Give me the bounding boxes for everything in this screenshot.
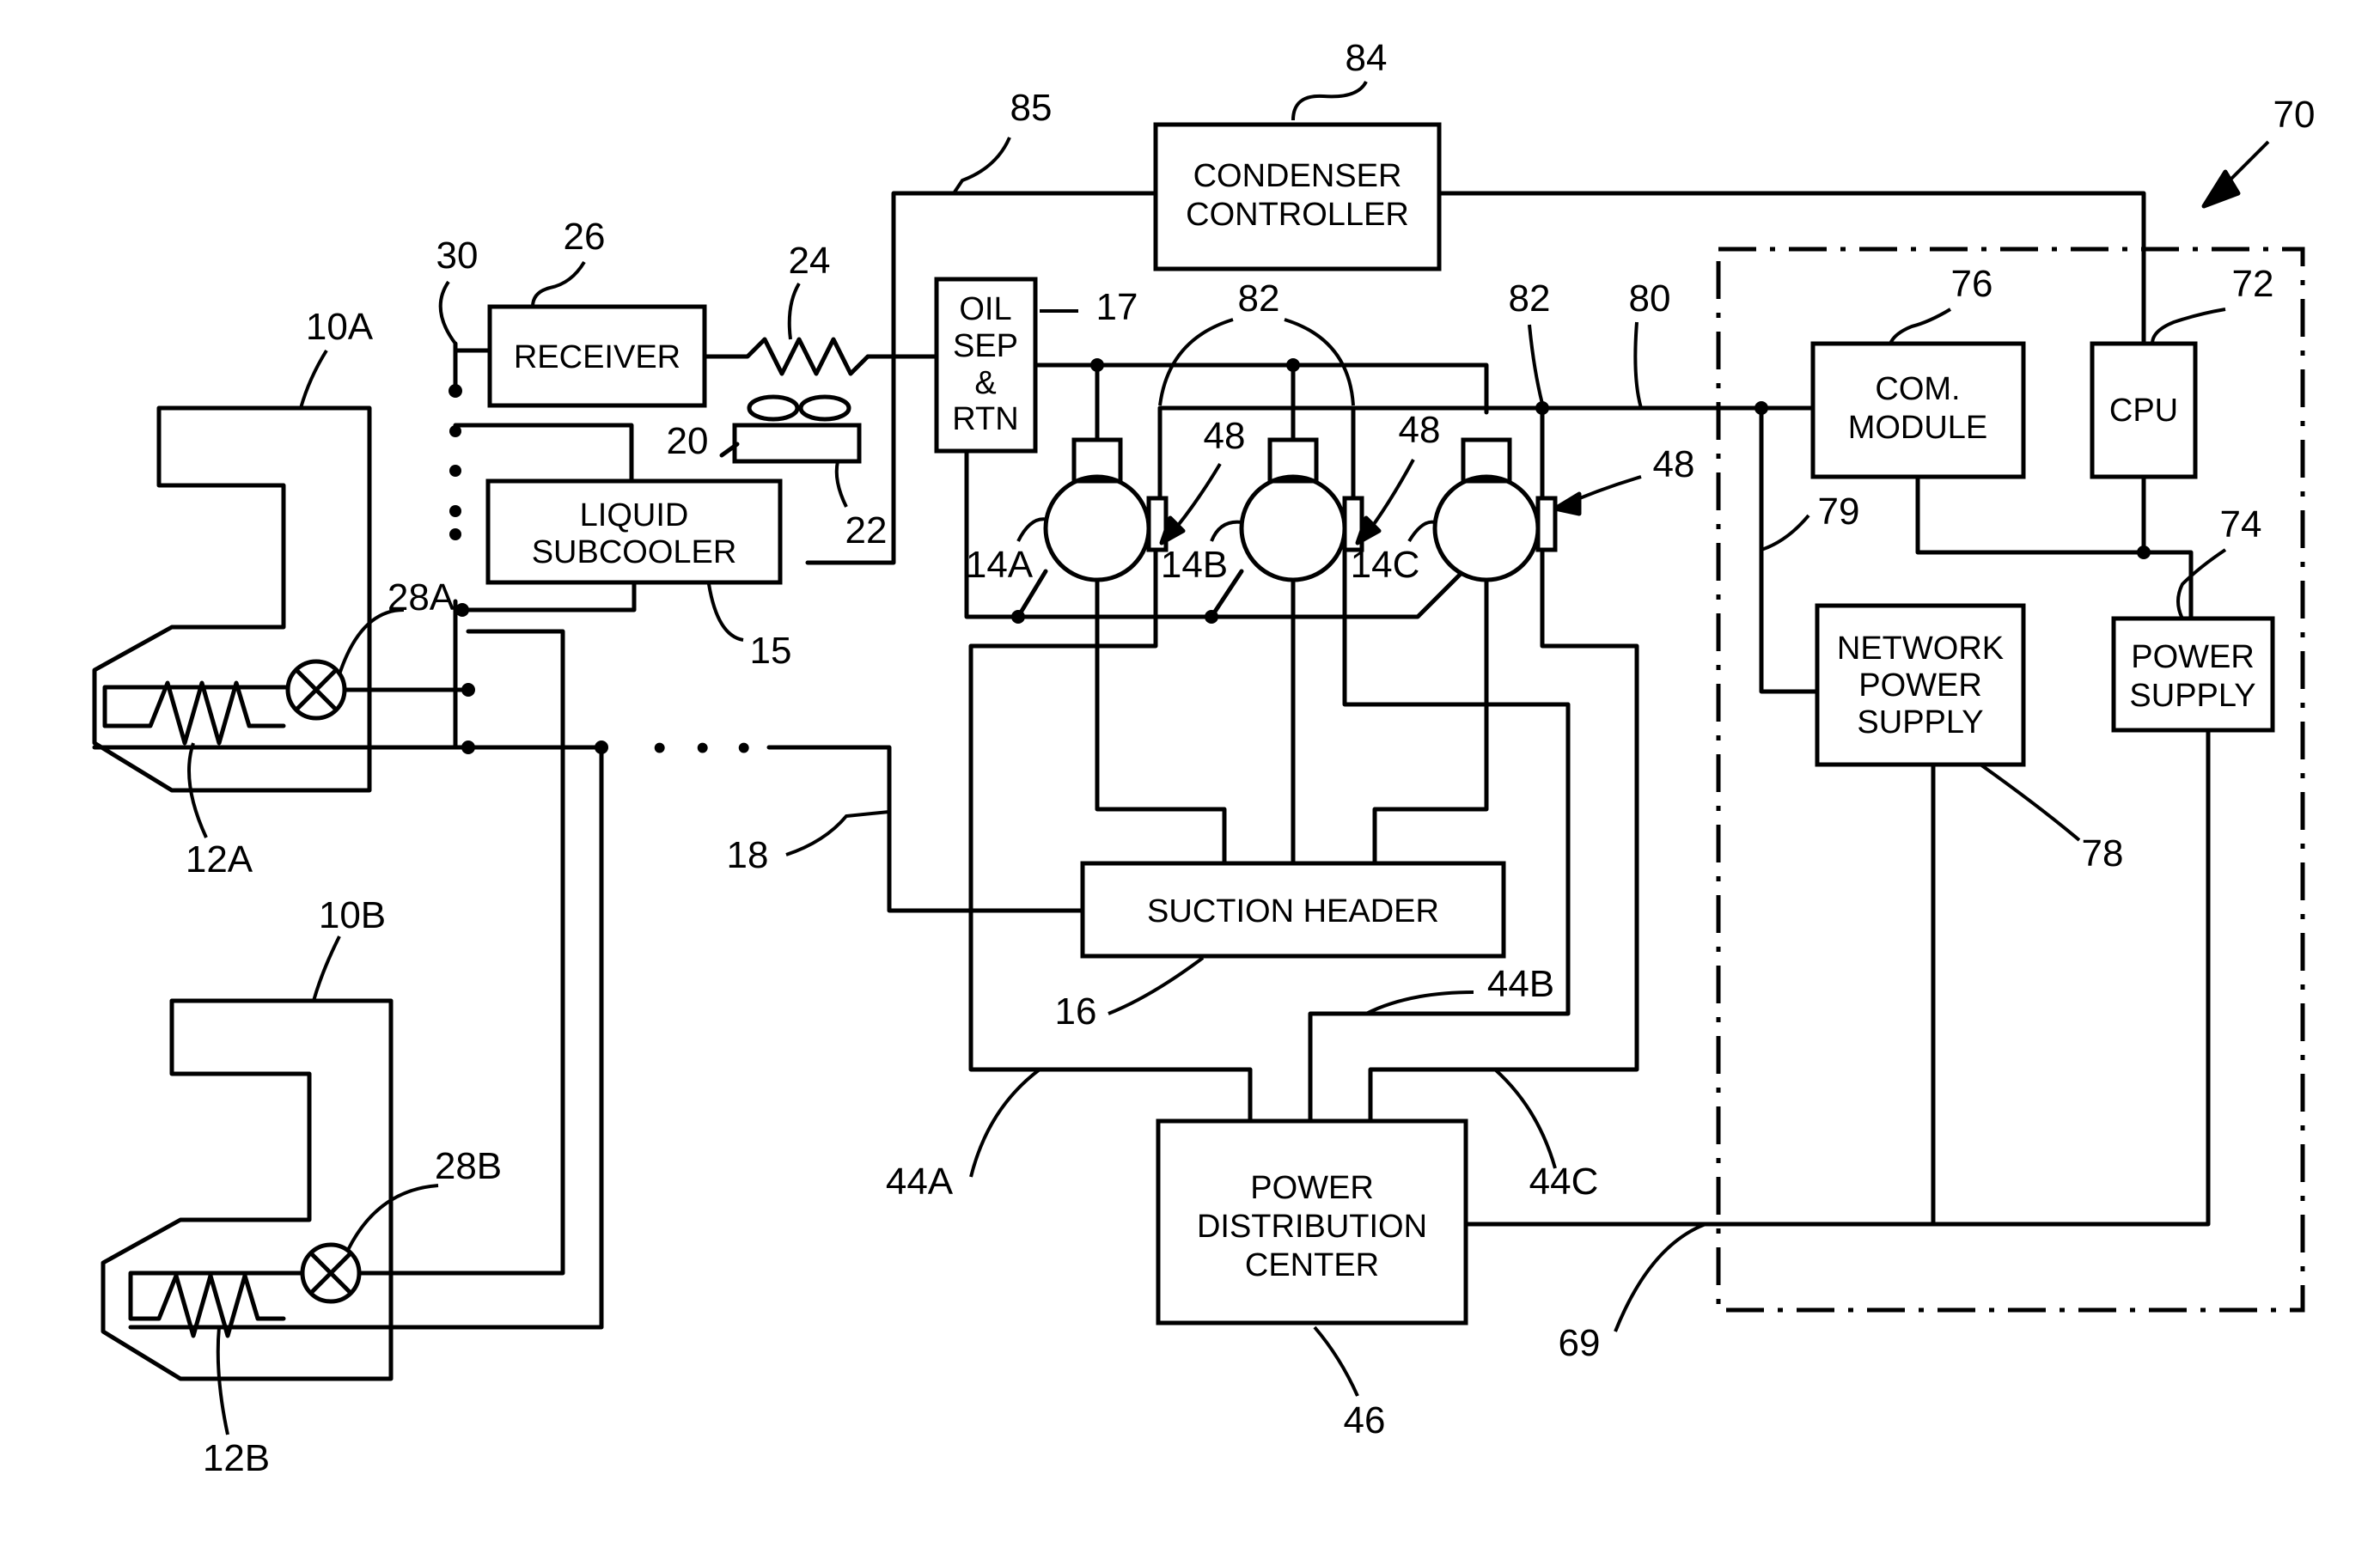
refrigeration-case-10A (95, 408, 601, 790)
liquid-subcooler-label-1: LIQUID (580, 497, 689, 533)
condenser-fan-box (735, 425, 859, 461)
condenser-controller-label-1: CONDENSER (1193, 158, 1402, 194)
com-module-label-2: MODULE (1848, 410, 1988, 446)
ref-14B: 14B (1161, 544, 1228, 586)
ref-44C: 44C (1529, 1161, 1599, 1203)
ref-48: 48 (1653, 443, 1695, 485)
continuation-dot: • (653, 727, 666, 769)
ref-74: 74 (2220, 503, 2262, 545)
ref-48: 48 (1204, 415, 1246, 457)
ref-14A: 14A (966, 544, 1034, 586)
ref-70: 70 (2273, 94, 2316, 136)
ref-44B: 44B (1487, 963, 1554, 1005)
ref-17: 17 (1096, 286, 1138, 328)
power-supply-label-2: SUPPLY (2129, 678, 2255, 714)
compressor-14C (1435, 440, 1555, 580)
network-power-supply-label-2: POWER (1858, 667, 1982, 704)
ref-30: 30 (436, 235, 479, 277)
ref-85: 85 (1010, 87, 1053, 129)
ref-10A: 10A (306, 306, 374, 348)
ref-20: 20 (667, 420, 709, 462)
network-power-supply-label-1: NETWORK (1837, 631, 2004, 667)
oil-separator-label-4: RTN (952, 401, 1018, 437)
ref-12B: 12B (203, 1437, 270, 1479)
pdc-label-3: CENTER (1245, 1247, 1379, 1283)
ref-82: 82 (1238, 277, 1280, 320)
receiver-label: RECEIVER (514, 339, 680, 375)
ref-48: 48 (1399, 409, 1441, 451)
com-module-label-1: COM. (1875, 371, 1960, 407)
network-power-supply-label-3: SUPPLY (1857, 704, 1983, 740)
ref-79: 79 (1818, 491, 1860, 533)
ref-84: 84 (1346, 37, 1388, 79)
pdc-label-2: DISTRIBUTION (1197, 1209, 1427, 1245)
ref-69: 69 (1559, 1322, 1601, 1364)
ref-44A: 44A (886, 1161, 954, 1203)
condenser-controller-label-2: CONTROLLER (1186, 197, 1409, 233)
refrigeration-case-10B (103, 631, 601, 1379)
ref-16: 16 (1055, 990, 1097, 1033)
liquid-subcooler-label-2: SUBCOOLER (532, 534, 737, 570)
ref-80: 80 (1629, 277, 1671, 320)
ref-28A: 28A (388, 576, 455, 619)
ref-26: 26 (564, 216, 606, 258)
ref-18: 18 (727, 834, 769, 876)
ref-14C: 14C (1351, 544, 1420, 586)
compressor-14B (1242, 365, 1362, 580)
ref-28B: 28B (435, 1145, 502, 1187)
compressor-14A (1046, 365, 1166, 580)
oil-separator-label-3: & (974, 365, 996, 401)
oil-separator-label-2: SEP (953, 328, 1018, 364)
ref-78: 78 (2082, 832, 2124, 875)
ref-10B: 10B (319, 894, 386, 936)
suction-header-label: SUCTION HEADER (1147, 893, 1439, 929)
ref-22: 22 (845, 509, 888, 552)
ref-76: 76 (1951, 263, 1993, 305)
ref-15: 15 (750, 630, 792, 672)
ref-12A: 12A (186, 838, 253, 881)
power-supply-label-1: POWER (2131, 639, 2255, 675)
oil-separator-label-1: OIL (959, 291, 1011, 327)
ref-24: 24 (789, 240, 831, 282)
pdc-label-1: POWER (1250, 1170, 1374, 1206)
ref-82: 82 (1509, 277, 1551, 320)
ref-72: 72 (2232, 263, 2274, 305)
cpu-label: CPU (2109, 393, 2178, 429)
continuation-dot: • (696, 727, 709, 769)
continuation-dot: • (737, 727, 750, 769)
ref-46: 46 (1344, 1399, 1386, 1441)
